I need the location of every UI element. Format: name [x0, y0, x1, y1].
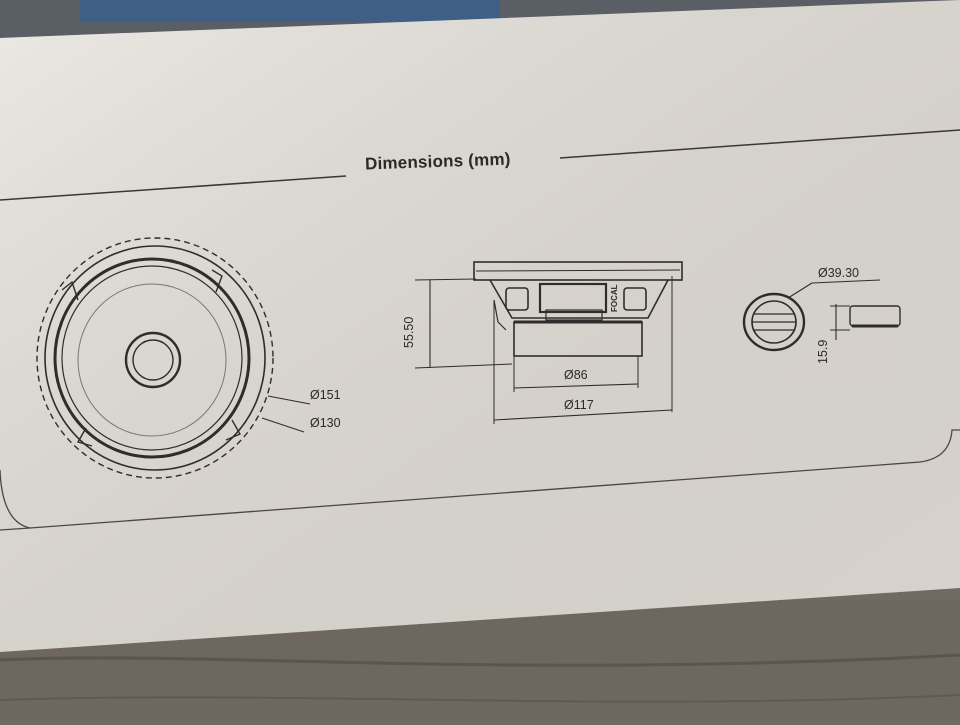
woofer-front-view [36, 237, 311, 479]
side-flange-line [475, 269, 681, 272]
woofer-tab [76, 427, 93, 447]
frame-bottom [0, 429, 960, 531]
label-tweeter-diameter: Ø39.30 [818, 266, 860, 280]
tweeter-side-view [830, 304, 901, 340]
leader-130 [261, 417, 305, 433]
side-terminal [493, 299, 507, 331]
woofer-dustcap-inner [132, 339, 174, 381]
label-magnet-diameter: Ø86 [564, 368, 588, 382]
title-rule-right [559, 129, 960, 159]
label-mount-diameter: Ø117 [564, 398, 594, 412]
leader-151 [267, 395, 311, 405]
wood-grain [0, 653, 960, 667]
dim-line-86 [513, 383, 639, 389]
title-rule-left [0, 175, 347, 201]
woofer-cone-edge [61, 265, 243, 451]
woofer-surround [53, 257, 251, 459]
woofer-side-view [414, 261, 683, 424]
woofer-cone [77, 283, 227, 437]
brand-on-basket: FOCAL [610, 284, 619, 312]
woofer-dustcap-outer [124, 331, 182, 389]
woofer-outer-dashed [36, 237, 274, 479]
tweeter-front-view [742, 279, 881, 352]
label-side-height: 55.50 [402, 316, 416, 348]
basket-window-right [623, 287, 647, 311]
wood-grain [0, 694, 960, 703]
side-basket [489, 279, 669, 319]
woofer-tab [61, 280, 79, 301]
side-flange [473, 261, 683, 281]
woofer-tab [211, 269, 223, 293]
woofer-frame-ring [44, 245, 266, 471]
blurred-object [80, 0, 500, 22]
label-tweeter-depth: 15.9 [816, 339, 830, 364]
tweeter-outer-ring [742, 292, 806, 352]
label-woofer-inner-diameter: Ø130 [310, 416, 341, 430]
basket-window-center [538, 282, 608, 314]
dim-ext-height-bottom [414, 363, 513, 369]
leader-39-30-h [811, 279, 881, 284]
frame-corner [0, 469, 31, 529]
dim-ext-height-top [414, 278, 477, 281]
dim-line-117 [493, 409, 673, 421]
woofer-tab [225, 419, 241, 441]
box-shading [0, 0, 960, 652]
leader-39-30 [787, 282, 813, 299]
side-spider [545, 309, 603, 321]
label-woofer-outer-diameter: Ø151 [310, 388, 341, 402]
basket-window-left [505, 287, 529, 311]
